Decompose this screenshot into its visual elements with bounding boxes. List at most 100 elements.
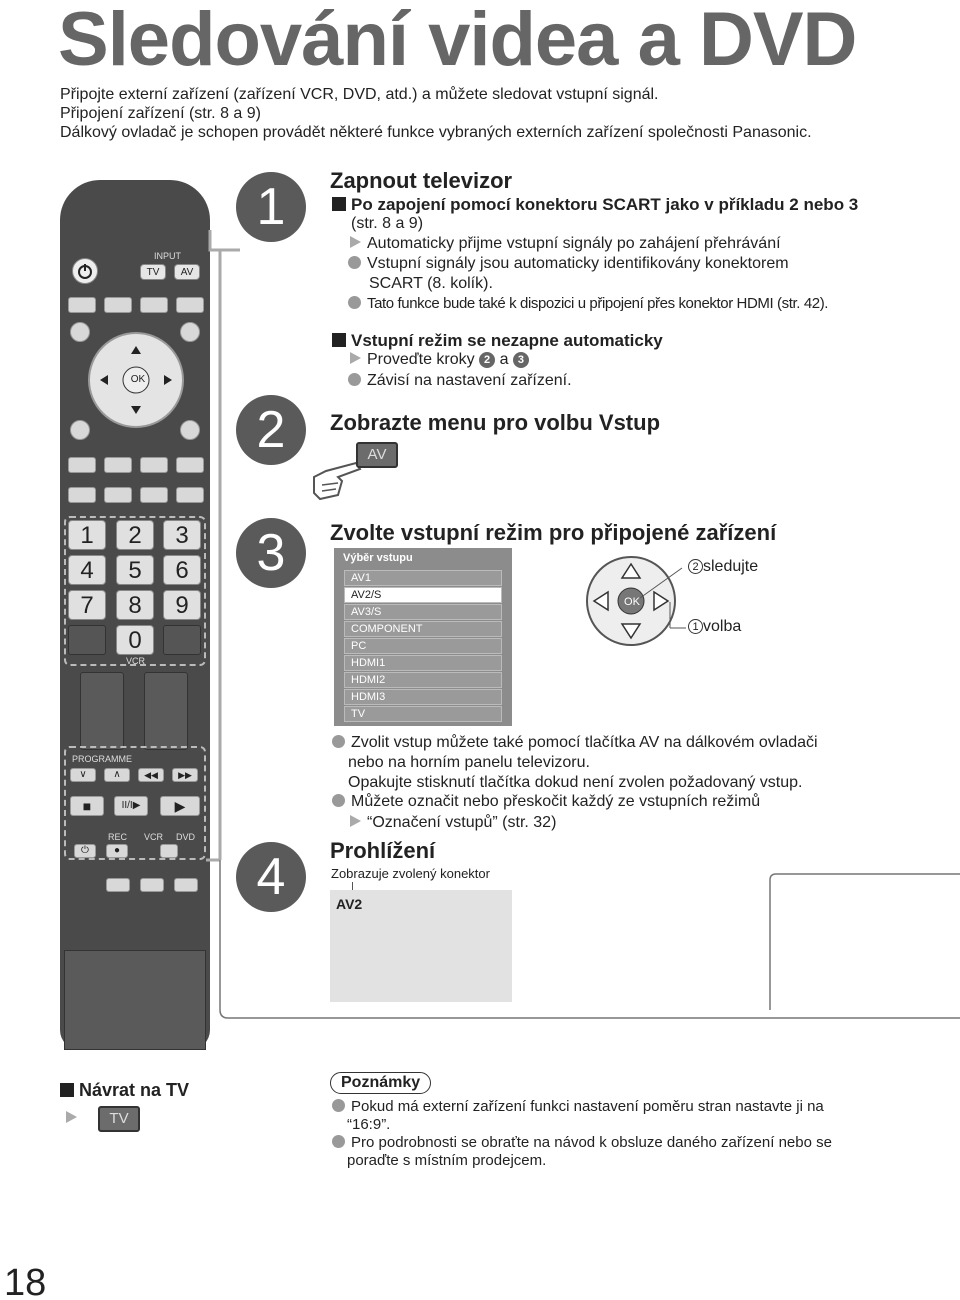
- remote-button[interactable]: [106, 878, 130, 892]
- arrow-icon: [350, 352, 361, 364]
- fast-forward-button[interactable]: ▶▶: [172, 768, 198, 782]
- remote-button[interactable]: [104, 457, 132, 473]
- step-1-depends-text: Závisí na nastavení zařízení.: [367, 372, 572, 389]
- power-button[interactable]: [72, 258, 98, 284]
- remote-button[interactable]: [68, 297, 96, 313]
- remote-bottom-cover: [64, 950, 206, 1050]
- remote-button[interactable]: [174, 878, 198, 892]
- remote-button[interactable]: [176, 457, 204, 473]
- input-label: INPUT: [154, 251, 181, 261]
- watch-text: sledujte: [703, 558, 759, 575]
- tv-key[interactable]: TV: [98, 1106, 140, 1132]
- stop-button[interactable]: ■: [70, 796, 104, 816]
- remote-button[interactable]: [104, 487, 132, 503]
- key-4[interactable]: 4: [68, 555, 106, 585]
- step-1-sub1-text: Po zapojení pomocí konektoru SCART jako …: [351, 195, 859, 214]
- menu-item-av3s[interactable]: AV3/S: [344, 604, 502, 620]
- menu-item-component[interactable]: COMPONENT: [344, 621, 502, 637]
- screen-input-label: AV2: [336, 896, 363, 912]
- remote-button[interactable]: [68, 487, 96, 503]
- key-3[interactable]: 3: [163, 520, 201, 550]
- select-number: 1: [688, 619, 703, 634]
- menu-item-av1[interactable]: AV1: [344, 570, 502, 586]
- numeric-keys-highlight: [64, 516, 206, 666]
- navigation-pad[interactable]: OK: [88, 332, 184, 428]
- menu-item-hdmi3[interactable]: HDMI3: [344, 689, 502, 705]
- record-button[interactable]: ●: [106, 844, 128, 858]
- remote-button[interactable]: [68, 457, 96, 473]
- step-ref-2: 2: [479, 352, 496, 368]
- bullet-icon: [348, 296, 361, 309]
- dpad-arrows-icon: [592, 562, 670, 640]
- tv-input-button[interactable]: TV: [140, 264, 166, 280]
- step-3-note-2b-text: “Označení vstupů” (str. 32): [367, 814, 557, 831]
- key-5[interactable]: 5: [116, 555, 154, 585]
- step-1-number: 1: [236, 172, 306, 242]
- intro-line-3: Dálkový ovladač je schopen provádět někt…: [60, 124, 812, 141]
- notes-item-2b: poraďte s místním prodejcem.: [347, 1152, 547, 1169]
- key-6[interactable]: 6: [163, 555, 201, 585]
- step-3-note-1b: nebo na horním panelu televizoru.: [348, 754, 590, 771]
- menu-item-av2s[interactable]: AV2/S: [344, 587, 502, 603]
- programme-label: PROGRAMME: [72, 754, 133, 764]
- callout-lines: [63, 230, 240, 862]
- ok-button[interactable]: OK: [130, 374, 146, 385]
- pressing-hand-icon: [313, 461, 362, 501]
- remote-button[interactable]: [163, 625, 201, 655]
- remote-button[interactable]: [104, 297, 132, 313]
- device-power-button[interactable]: ⏻: [74, 844, 96, 858]
- notes-item-2: Pro podrobnosti se obraťte na návod k ob…: [332, 1134, 832, 1151]
- rewind-button[interactable]: ◀◀: [138, 768, 164, 782]
- play-button[interactable]: ▶: [160, 796, 200, 816]
- caption-line: [352, 882, 353, 894]
- menu-item-pc[interactable]: PC: [344, 638, 502, 654]
- av-input-button[interactable]: AV: [174, 264, 200, 280]
- remote-button[interactable]: [140, 297, 168, 313]
- remote-round-button[interactable]: [70, 420, 90, 440]
- step-1-bullet-1: Vstupní signály jsou automaticky identif…: [348, 255, 789, 273]
- vcr-dvd-switch[interactable]: [160, 844, 178, 858]
- step-2-number: 2: [236, 395, 306, 465]
- notes-label: Poznámky: [330, 1072, 432, 1094]
- remote-round-button[interactable]: [180, 420, 200, 440]
- step-4-caption: Zobrazuje zvolený konektor: [331, 866, 490, 881]
- av-key[interactable]: AV: [356, 442, 398, 468]
- step-1-bullet-1-text: Vstupní signály jsou automaticky identif…: [367, 255, 789, 272]
- remote-button[interactable]: [68, 625, 106, 655]
- dvd-switch-label: DVD: [176, 832, 196, 842]
- key-7[interactable]: 7: [68, 590, 106, 620]
- step-3-number: 3: [236, 518, 306, 588]
- remote-button[interactable]: [176, 297, 204, 313]
- square-bullet-icon: [60, 1083, 74, 1097]
- menu-item-tv[interactable]: TV: [344, 706, 502, 722]
- remote-button[interactable]: [140, 487, 168, 503]
- vcr-label: VCR: [126, 656, 146, 666]
- power-icon: [78, 264, 92, 279]
- remote-button[interactable]: [176, 487, 204, 503]
- remote-button[interactable]: [140, 457, 168, 473]
- pause-button[interactable]: II/I▶: [114, 796, 148, 816]
- remote-button[interactable]: [140, 878, 164, 892]
- step-4-heading: Prohlížení: [330, 838, 436, 863]
- key-1[interactable]: 1: [68, 520, 106, 550]
- remote-round-button[interactable]: [180, 322, 200, 342]
- programme-up-button[interactable]: ∧: [104, 768, 130, 782]
- channel-rocker[interactable]: [144, 672, 188, 750]
- bullet-icon: [332, 1099, 345, 1112]
- step-3-note-1-text: Zvolit vstup můžete také pomocí tlačítka…: [351, 734, 818, 751]
- menu-item-hdmi2[interactable]: HDMI2: [344, 672, 502, 688]
- step-1-bullet-1b: SCART (8. kolík).: [369, 275, 493, 292]
- programme-down-button[interactable]: ∨: [70, 768, 96, 782]
- remote-round-button[interactable]: [70, 322, 90, 342]
- bullet-icon: [348, 373, 361, 386]
- step-1-sub1-ref: (str. 8 a 9): [351, 215, 424, 232]
- volume-rocker[interactable]: [80, 672, 124, 750]
- key-2[interactable]: 2: [116, 520, 154, 550]
- page-number: 18: [4, 1262, 47, 1300]
- and-text: a: [499, 351, 509, 368]
- key-0[interactable]: 0: [116, 625, 154, 655]
- menu-item-hdmi1[interactable]: HDMI1: [344, 655, 502, 671]
- key-8[interactable]: 8: [116, 590, 154, 620]
- key-9[interactable]: 9: [163, 590, 201, 620]
